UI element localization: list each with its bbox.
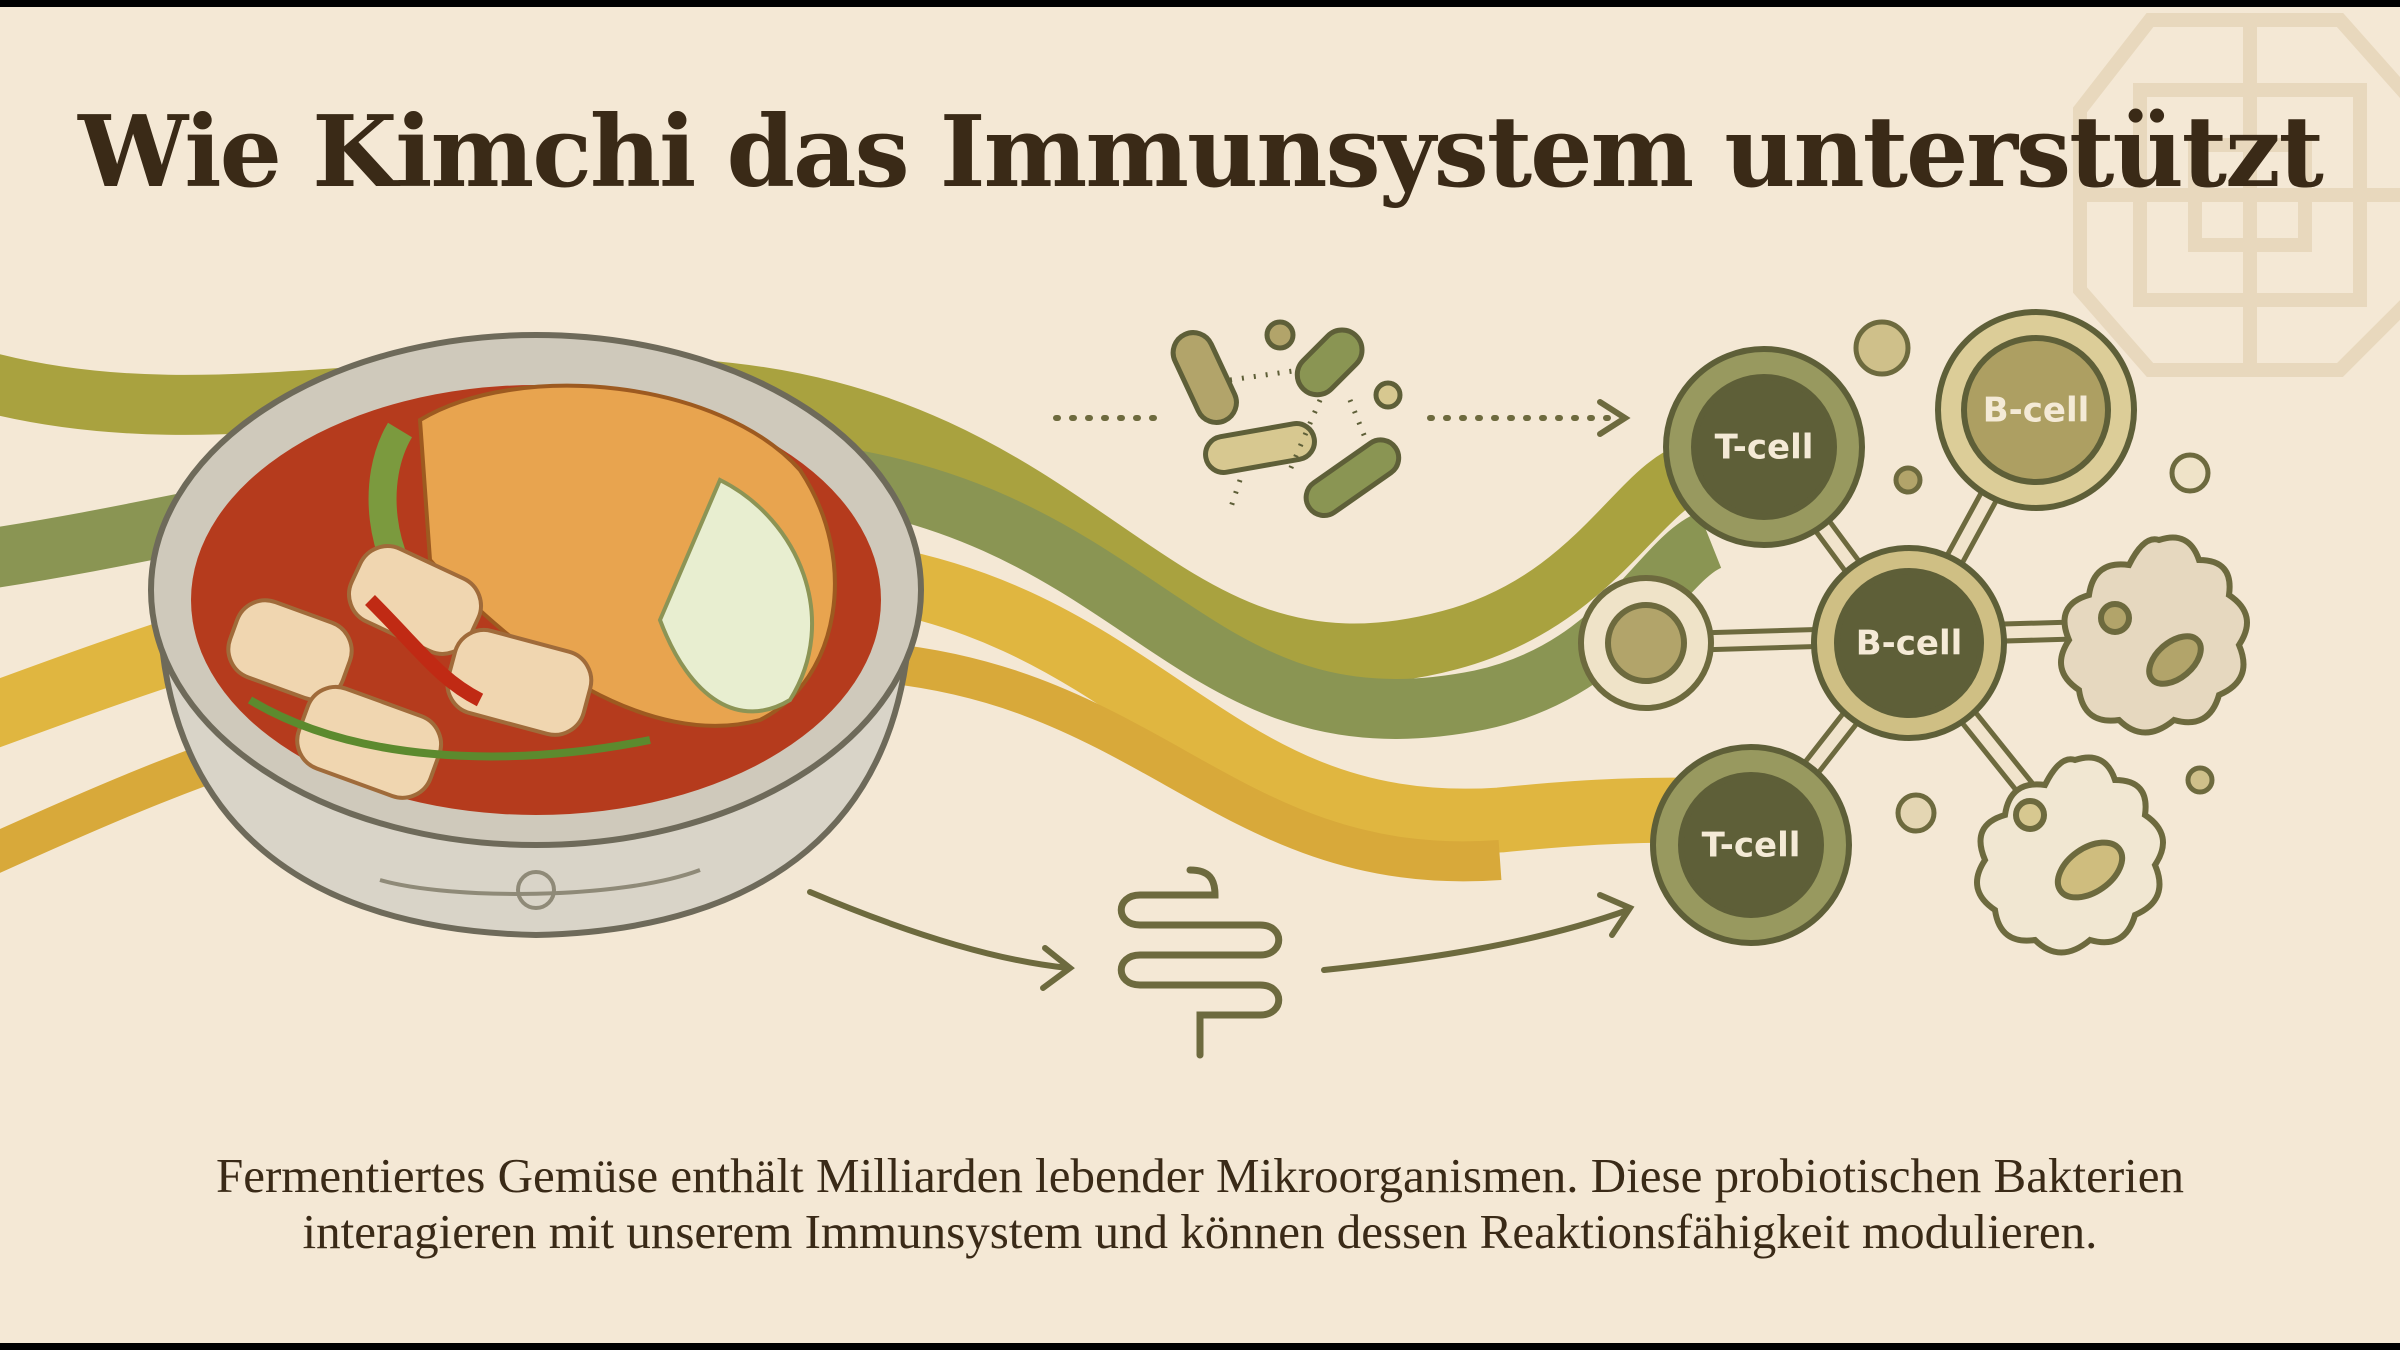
b-cell-center: [1811, 545, 2007, 741]
t-cell-bottom: [1650, 744, 1852, 946]
solid-arrows: [807, 889, 1635, 991]
b-cell-top-label: B-cell: [1983, 391, 2090, 431]
intestine-icon: [1117, 866, 1283, 1059]
immune-cell-empty: [1578, 575, 1714, 711]
korean-lattice-pattern-icon: [2073, 13, 2400, 377]
b-cell-center-label: B-cell: [1856, 624, 1963, 664]
kimchi-bowl-icon: [148, 332, 924, 939]
description-line-1: Fermentiertes Gemüse enthält Milliarden …: [215, 1148, 2185, 1203]
macrophage-icon: [1974, 534, 2250, 956]
page-title: Wie Kimchi das Immunsystem unterstützt: [78, 95, 2324, 210]
dotted-arrows: [1053, 399, 1631, 437]
description: Fermentiertes Gemüse enthält Milliarden …: [0, 1148, 2400, 1260]
bacteria-icon: [1170, 319, 1403, 519]
t-cell-top: [1663, 346, 1865, 548]
floating-particles: [1853, 319, 2215, 834]
t-cell-bottom-label: T-cell: [1702, 826, 1801, 866]
b-cell-top: [1935, 309, 2137, 511]
t-cell-top-label: T-cell: [1715, 428, 1814, 468]
description-line-2: interagieren mit unserem Immunsystem und…: [302, 1204, 2098, 1259]
